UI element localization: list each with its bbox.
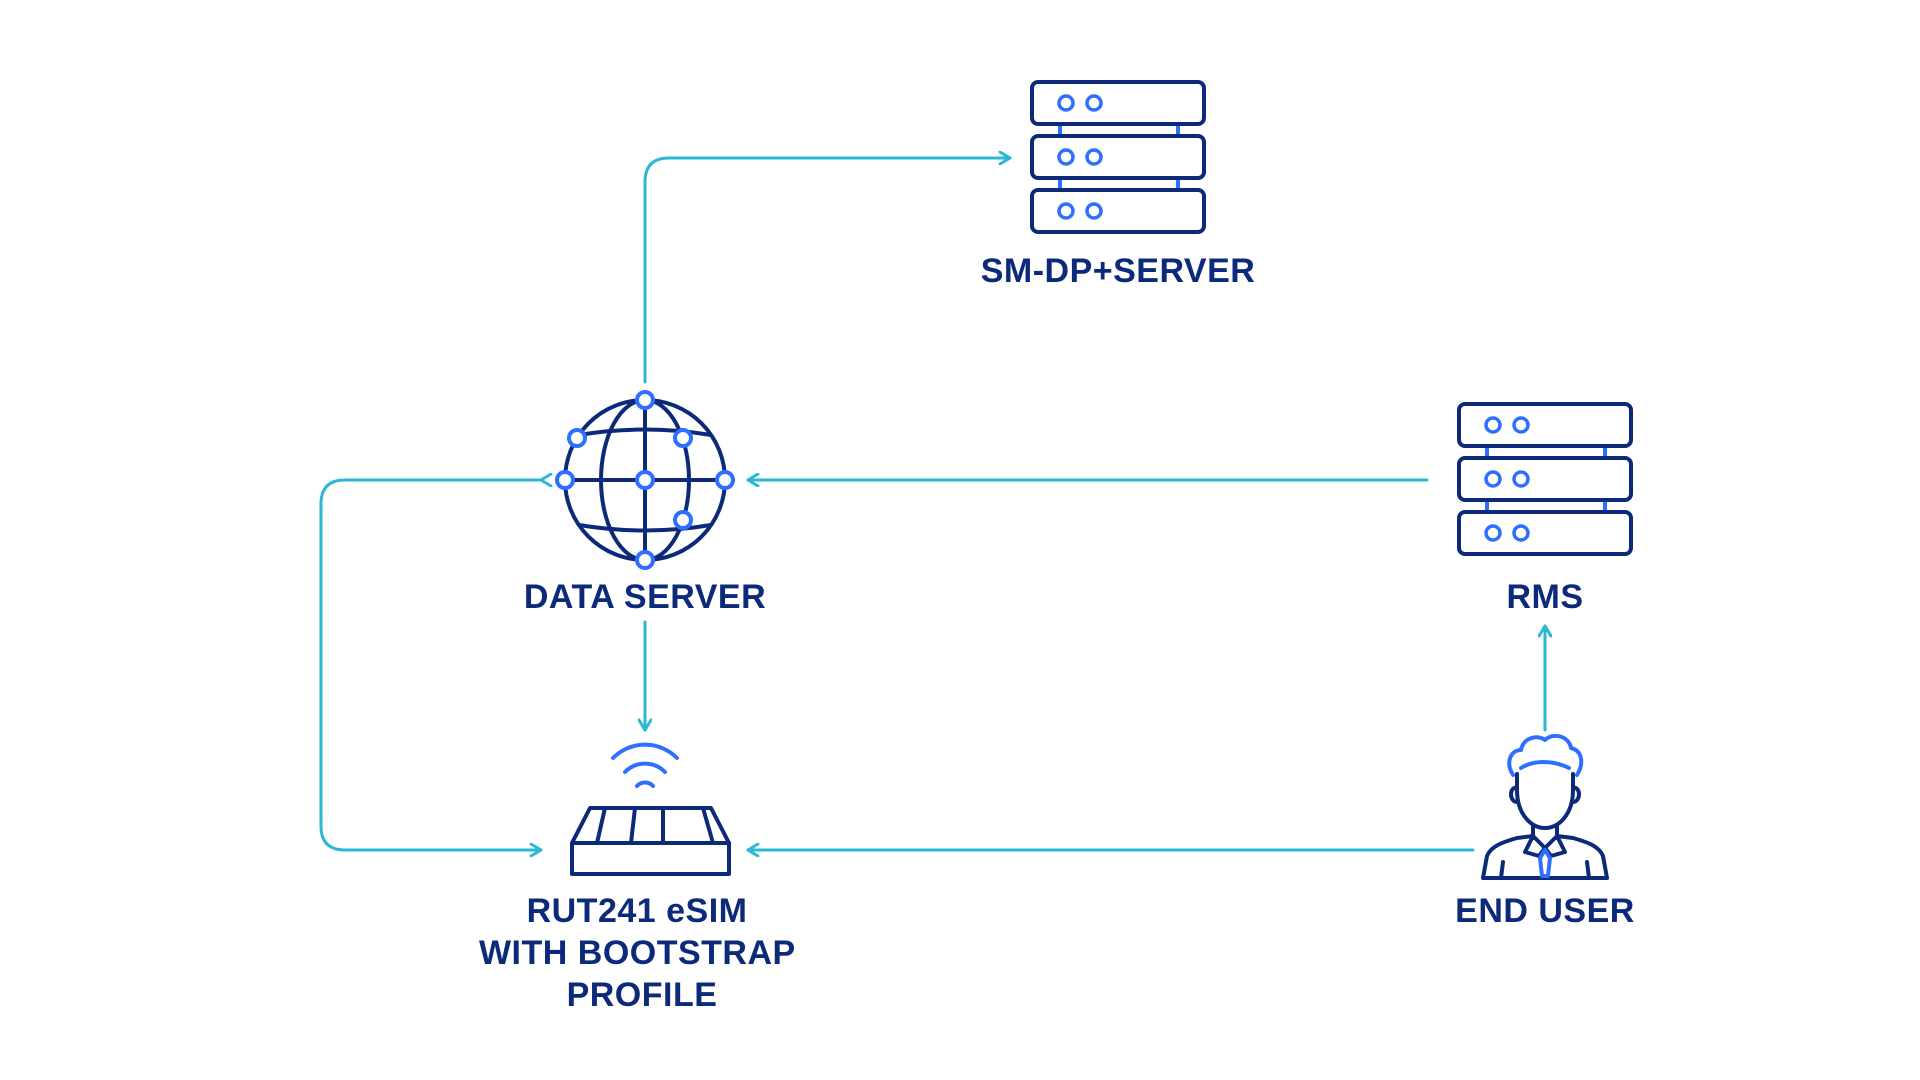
end-user-label: END USER	[1455, 892, 1635, 930]
smdp-server-node: SM-DP+SERVER	[981, 80, 1256, 290]
server-rack-icon	[1457, 402, 1633, 556]
user-icon	[1481, 733, 1609, 880]
hair-icon	[1507, 733, 1584, 777]
data-server-label: DATA SERVER	[524, 578, 766, 616]
end-user-node: END USER	[1455, 733, 1635, 930]
router-node: RUT241 eSIM WITH BOOTSTRAP PROFILE	[479, 742, 805, 1014]
data-server-node: DATA SERVER	[524, 390, 766, 616]
globe-network-icon	[555, 390, 735, 570]
router-label: RUT241 eSIM WITH BOOTSTRAP PROFILE	[479, 892, 805, 1014]
tie-icon	[1538, 848, 1552, 878]
server-rack-icon	[1030, 80, 1206, 234]
rms-node: RMS	[1457, 402, 1633, 616]
rms-label: RMS	[1506, 578, 1583, 616]
smdp-server-label: SM-DP+SERVER	[981, 252, 1256, 290]
router-label-line-3: PROFILE	[567, 976, 718, 1014]
connector-router-to-data-server	[319, 480, 541, 850]
router-label-line-1: RUT241 eSIM	[527, 892, 748, 930]
router-wifi-icon	[570, 742, 731, 876]
connector-data-server-to-smdp	[643, 158, 1012, 384]
router-label-line-2: WITH BOOTSTRAP	[479, 934, 795, 972]
wifi-signal-icon	[611, 742, 679, 788]
